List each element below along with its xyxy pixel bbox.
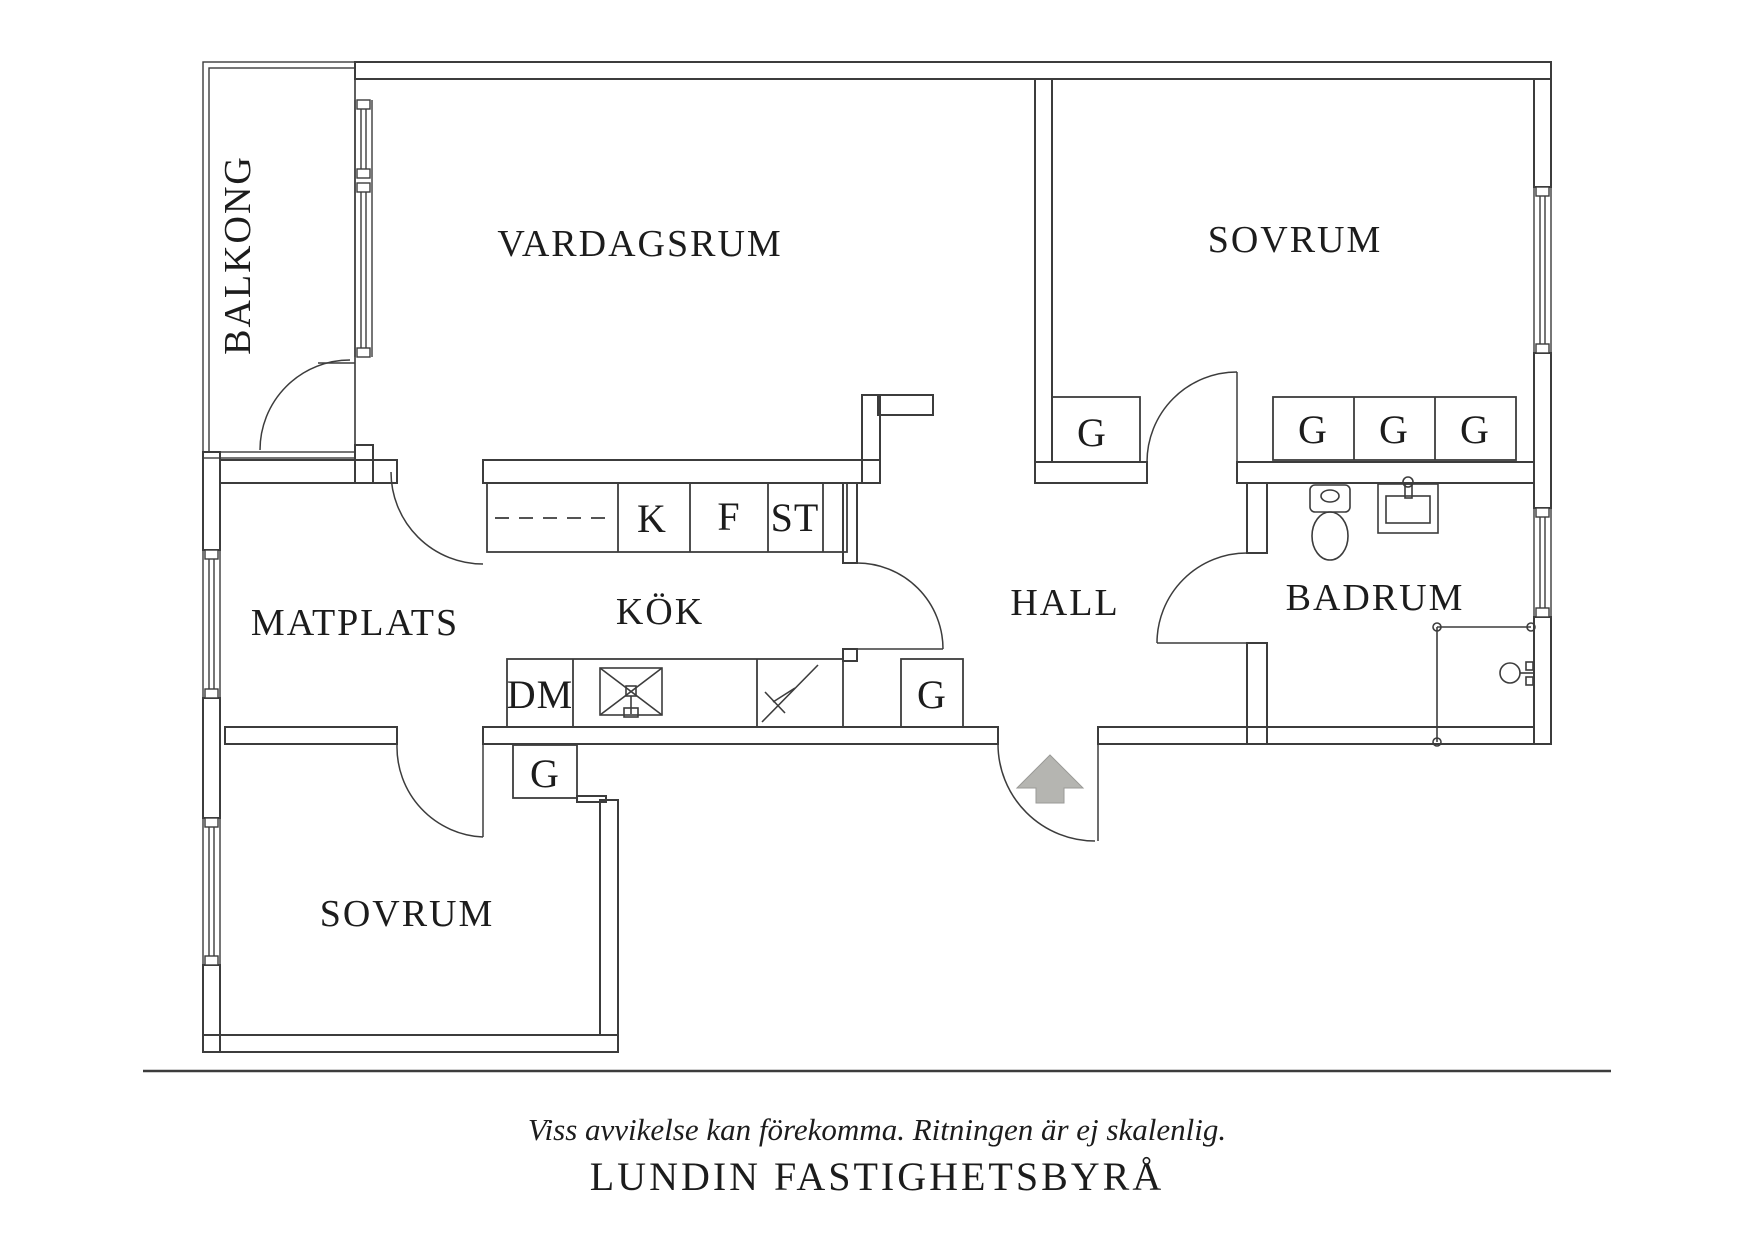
freezer-label: F: [717, 494, 740, 539]
wall: [1246, 642, 1268, 745]
wall: [1236, 461, 1535, 484]
door-swing: [997, 743, 1096, 842]
wall: [224, 726, 398, 745]
wall: [842, 648, 858, 662]
wardrobe-label: G: [1077, 410, 1107, 455]
wall: [576, 795, 607, 803]
wall: [861, 394, 881, 484]
room-label-kok: KÖK: [616, 591, 704, 633]
wall: [1533, 352, 1552, 509]
fridge-label: K: [637, 496, 667, 541]
window-matplats: [202, 549, 221, 699]
wall: [1533, 78, 1552, 188]
wardrobe-label: G: [1379, 407, 1409, 452]
wardrobe-label: G: [917, 672, 947, 717]
door-swing: [1146, 371, 1238, 463]
window-sovrum-top: [1533, 186, 1552, 354]
wardrobe-box: [1051, 396, 1141, 463]
footer-disclaimer: Viss avvikelse kan förekomma. Ritningen …: [528, 1112, 1226, 1147]
wall: [1097, 726, 1535, 745]
room-label-vardagsrum: VARDAGSRUM: [497, 223, 782, 265]
room-label-badrum: BADRUM: [1286, 577, 1465, 619]
kitchen-lower-counter: [506, 658, 844, 728]
door-swing: [1156, 552, 1248, 644]
doors: [259, 359, 1248, 842]
wall: [354, 61, 1552, 80]
wall: [482, 459, 881, 484]
door-swing: [259, 359, 351, 451]
room-label-balkong: BALKONG: [217, 155, 259, 355]
footer-brand: LUNDIN FASTIGHETSBYRÅ: [590, 1154, 1164, 1199]
window-badrum: [1533, 507, 1552, 618]
wardrobe-label: G: [1298, 407, 1328, 452]
wardrobe-box: [900, 658, 964, 728]
room-label-matplats: MATPLATS: [251, 602, 459, 644]
wall: [202, 964, 221, 1053]
wall: [1034, 461, 1148, 484]
window-sovrum-bottom: [202, 817, 221, 966]
door-swing: [856, 562, 944, 650]
dishwasher-label: DM: [507, 672, 573, 717]
stove-icon: [761, 664, 819, 723]
toilet-icon: [1309, 484, 1351, 561]
entrance-arrow-icon: [1015, 754, 1085, 804]
wall: [482, 726, 999, 745]
wall: [354, 444, 374, 484]
wall: [1246, 482, 1268, 554]
wardrobe-box: [1272, 396, 1517, 461]
wardrobes: [512, 396, 1517, 799]
cleaning-closet-label: ST: [771, 495, 820, 540]
wall: [1533, 616, 1552, 745]
wall: [202, 451, 221, 551]
room-label-sovrum-top: SOVRUM: [1208, 219, 1383, 261]
window-balcony: [354, 99, 373, 358]
door-swing: [396, 744, 484, 838]
wardrobe-box: [512, 744, 578, 799]
room-label-sovrum-bottom: SOVRUM: [320, 893, 495, 935]
wall: [599, 799, 619, 1036]
walls: [202, 61, 1552, 1053]
bathroom-fixtures: [1309, 476, 1536, 747]
wall: [202, 1034, 619, 1053]
wall: [1034, 78, 1053, 463]
room-label-hall: HALL: [1010, 582, 1119, 624]
door-swing: [390, 471, 484, 565]
wall: [219, 459, 398, 484]
kitchen-sink-icon: [599, 667, 663, 718]
wall: [202, 697, 221, 819]
wall: [877, 394, 934, 416]
wardrobe-label: G: [1460, 407, 1490, 452]
kitchen-upper-counter: [486, 482, 848, 553]
wall: [842, 482, 858, 564]
wardrobe-label: G: [530, 751, 560, 796]
shower-icon: [1432, 622, 1536, 747]
sink-icon: [1377, 476, 1439, 534]
